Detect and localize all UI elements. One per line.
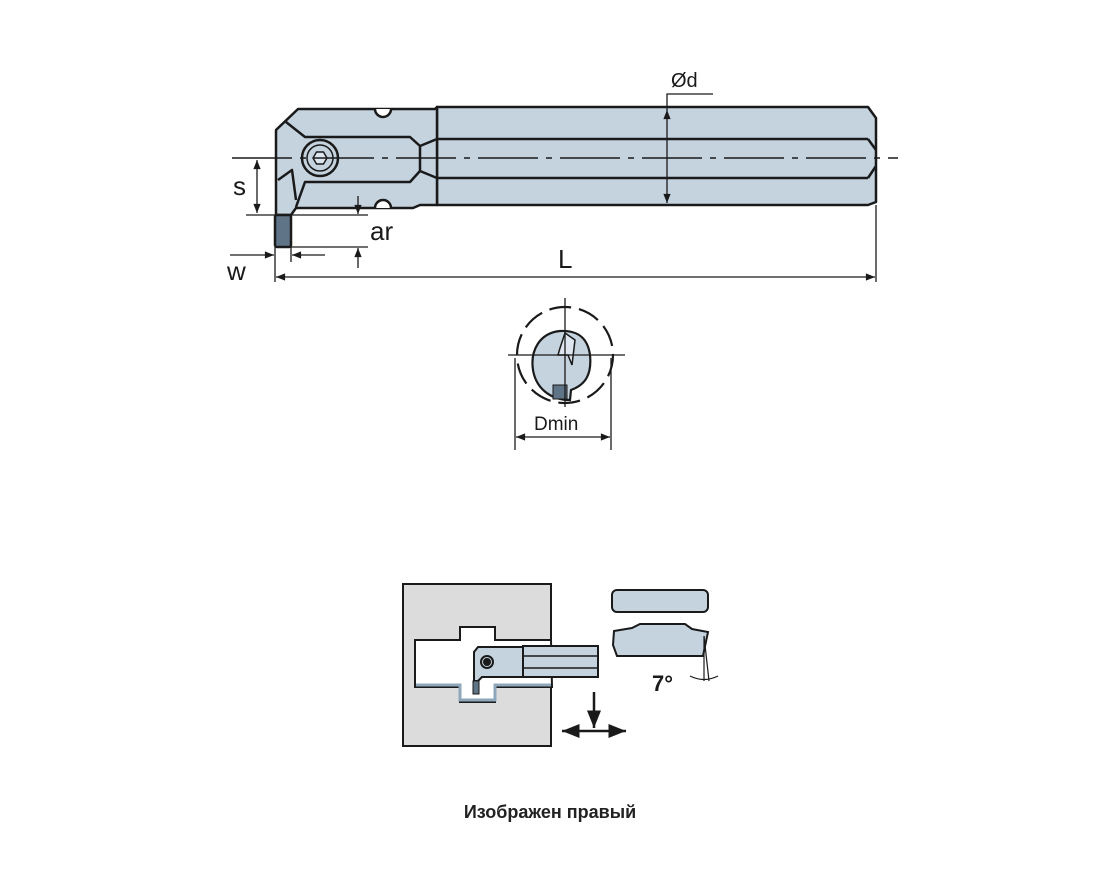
label-L: L xyxy=(558,244,572,274)
bar-shank xyxy=(522,645,599,678)
notch-bottom xyxy=(373,198,393,209)
label-angle: 7° xyxy=(652,671,673,696)
shank xyxy=(435,105,878,207)
end-view xyxy=(508,298,625,450)
insert xyxy=(273,213,293,249)
machined-surface xyxy=(416,683,551,702)
tool-side-view xyxy=(273,105,878,249)
insert-side-view xyxy=(611,623,710,657)
label-d: Ød xyxy=(671,70,698,92)
label-s: s xyxy=(233,171,246,201)
insert-top-view xyxy=(611,589,709,613)
head xyxy=(274,105,439,217)
label-ar: ar xyxy=(370,216,393,246)
label-dmin: Dmin xyxy=(534,414,578,435)
dimensions xyxy=(230,93,877,282)
notch-top xyxy=(373,108,393,119)
caption: Изображен правый xyxy=(463,802,637,822)
label-w: w xyxy=(226,256,246,286)
application-diagram xyxy=(402,583,719,747)
